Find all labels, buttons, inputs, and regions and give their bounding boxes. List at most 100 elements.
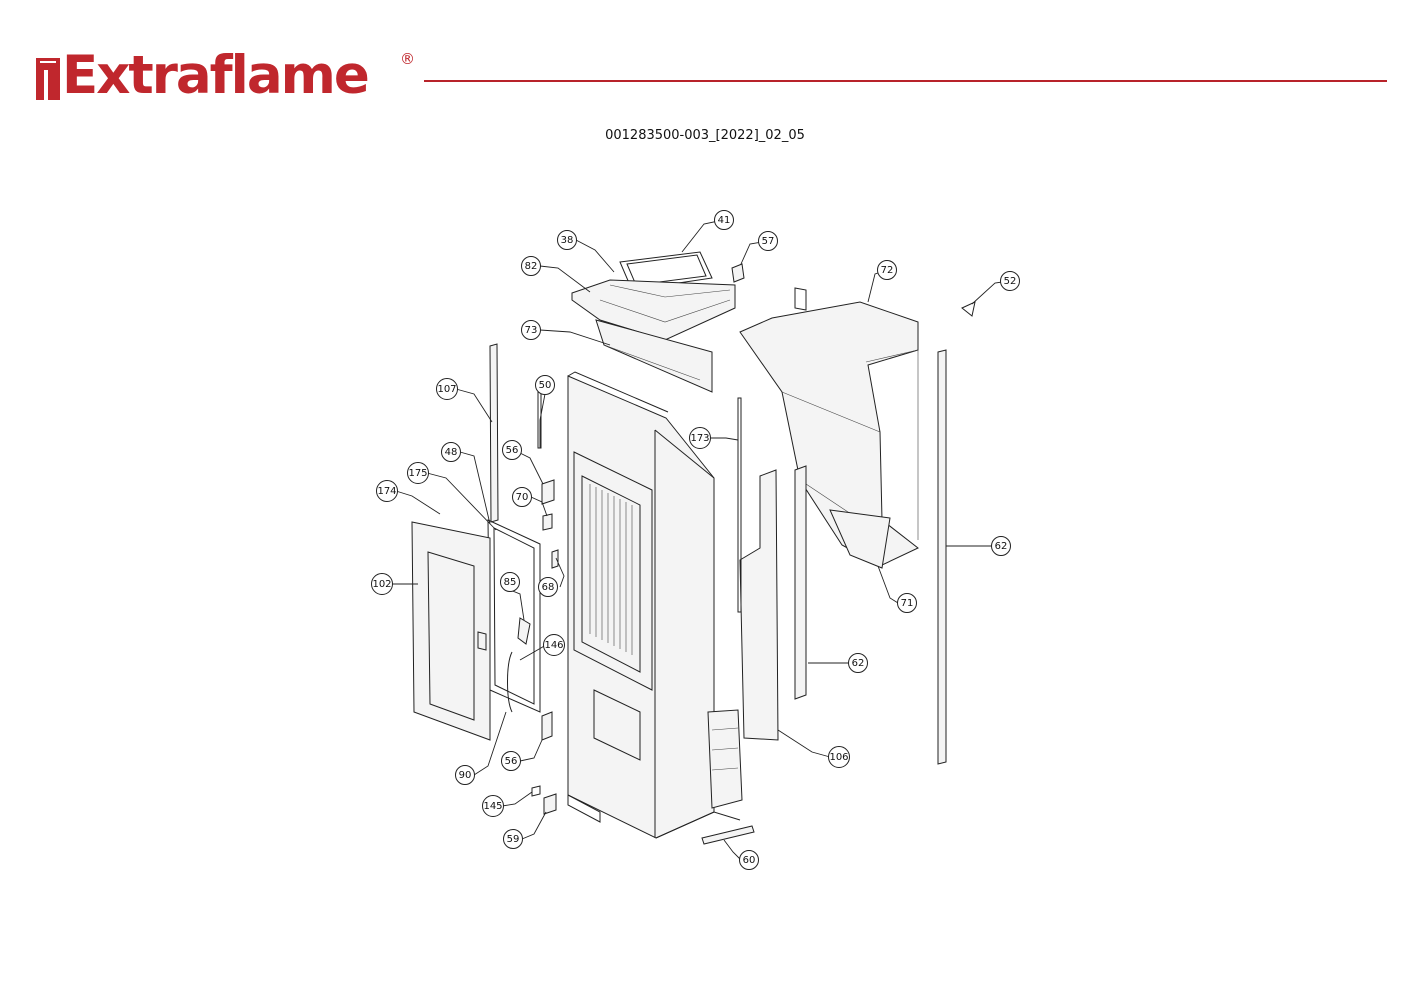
- callout-label: 71: [901, 598, 914, 609]
- callout-41: 41: [714, 210, 734, 230]
- callout-label: 70: [516, 492, 529, 503]
- leader-lines: [392, 219, 1010, 860]
- registered-mark: ®: [400, 50, 415, 68]
- extraflame-logo-mark: [36, 58, 60, 100]
- part-foot-bracket: [543, 793, 557, 815]
- callout-label: 90: [459, 770, 472, 781]
- callout-102: 102: [371, 573, 393, 595]
- callout-circle: [436, 378, 458, 400]
- callout-59: 59: [503, 829, 523, 849]
- callout-circle: [371, 573, 393, 595]
- callout-label: 174: [377, 486, 396, 497]
- callout-label: 59: [507, 834, 520, 845]
- callout-71: 71: [897, 593, 917, 613]
- callout-circle: [848, 653, 868, 673]
- callout-circle: [557, 230, 577, 250]
- callout-82: 82: [521, 256, 541, 276]
- callout-circle: [1000, 271, 1020, 291]
- part-door-frame: [487, 519, 541, 713]
- part-fireplace-grid: [589, 484, 633, 655]
- callout-circle: [500, 572, 520, 592]
- document-code: 001283500-003_[2022]_02_05: [605, 128, 805, 143]
- callout-107: 107: [436, 378, 458, 400]
- callout-70: 70: [512, 487, 532, 507]
- callout-circle: [897, 593, 917, 613]
- callout-circle: [521, 320, 541, 340]
- callout-label: 102: [372, 579, 391, 590]
- callout-circle: [877, 260, 897, 280]
- callout-90: 90: [455, 765, 475, 785]
- part-washer: [531, 785, 541, 797]
- callout-label: 175: [408, 468, 427, 479]
- callout-56: 56: [502, 440, 522, 460]
- callout-circle: [538, 577, 558, 597]
- part-top-plate: [571, 279, 736, 341]
- callout-label: 56: [506, 445, 519, 456]
- callout-50: 50: [535, 375, 555, 395]
- callout-label: 68: [542, 582, 555, 593]
- callout-label: 52: [1004, 276, 1017, 287]
- callout-173: 173: [689, 427, 711, 449]
- part-small-bracket: [731, 263, 745, 283]
- part-hopper-flap: [829, 509, 891, 569]
- callout-label: 62: [852, 658, 865, 669]
- callout-circle: [689, 427, 711, 449]
- callout-circle: [758, 231, 778, 251]
- part-latch: [542, 513, 553, 531]
- callout-circle: [828, 746, 850, 768]
- callout-circle: [376, 480, 398, 502]
- callout-52: 52: [1000, 271, 1020, 291]
- callout-circle: [407, 462, 429, 484]
- callouts: 41 38 57 82 72 52 73 50 107 173 56 48 175 174 70 62 102 8…: [371, 210, 1020, 870]
- callout-73: 73: [521, 320, 541, 340]
- part-side-panel: [739, 469, 779, 741]
- callout-circle: [535, 375, 555, 395]
- callout-label: 173: [690, 433, 709, 444]
- callout-label: 41: [718, 215, 731, 226]
- callout-175: 175: [407, 462, 429, 484]
- part-side-rail-right: [937, 349, 947, 765]
- callout-circle: [991, 536, 1011, 556]
- callout-circle: [501, 751, 521, 771]
- callout-label: 146: [544, 640, 563, 651]
- callout-label: 57: [762, 236, 775, 247]
- callout-60: 60: [739, 850, 759, 870]
- part-bracket-68: [551, 549, 559, 569]
- callout-62: 62: [848, 653, 868, 673]
- callout-57: 57: [758, 231, 778, 251]
- callout-label: 107: [437, 384, 456, 395]
- part-hinge-plate-upper: [541, 479, 555, 505]
- callout-146: 146: [543, 634, 565, 656]
- callout-label: 106: [829, 752, 848, 763]
- part-door: [411, 521, 491, 741]
- callout-72: 72: [877, 260, 897, 280]
- part-hopper-tray: [595, 319, 713, 393]
- part-hinge-plate-lower: [541, 711, 553, 741]
- part-clip: [961, 301, 976, 317]
- callout-label: 60: [743, 855, 756, 866]
- callout-circle: [441, 442, 461, 462]
- callout-circle: [455, 765, 475, 785]
- callout-145: 145: [482, 795, 504, 817]
- callout-circle: [482, 795, 504, 817]
- callout-48: 48: [441, 442, 461, 462]
- part-bottom-bar: [701, 825, 755, 845]
- part-main-body: [567, 371, 743, 839]
- callout-174: 174: [376, 480, 398, 502]
- callout-label: 38: [561, 235, 574, 246]
- header-rule: [424, 80, 1387, 82]
- part-rod: [737, 397, 742, 613]
- callout-label: 145: [483, 801, 502, 812]
- callout-label: 50: [539, 380, 552, 391]
- callout-56: 56: [501, 751, 521, 771]
- part-handle-rod: [507, 651, 513, 713]
- callout-68: 68: [538, 577, 558, 597]
- callout-106: 106: [828, 746, 850, 768]
- callout-62: 62: [991, 536, 1011, 556]
- callout-85: 85: [500, 572, 520, 592]
- callout-circle: [521, 256, 541, 276]
- callout-label: 73: [525, 325, 538, 336]
- callout-label: 62: [995, 541, 1008, 552]
- part-side-rail-middle: [794, 465, 807, 700]
